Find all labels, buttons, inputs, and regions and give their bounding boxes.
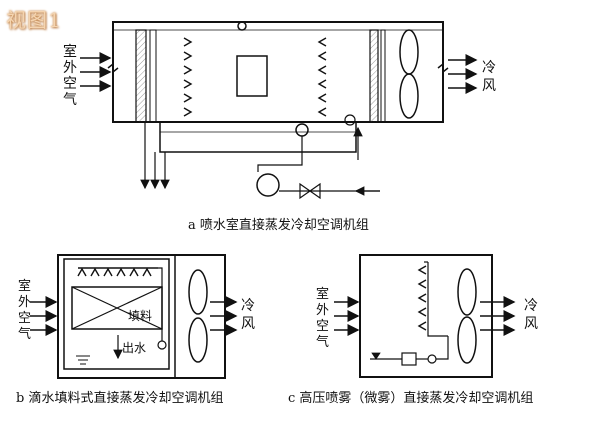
b-drip-nozzle-4 — [116, 267, 126, 277]
a-inlet-arrows — [80, 52, 112, 92]
a-nozzle-left-2 — [183, 51, 193, 61]
a-float-valve — [344, 114, 356, 126]
c-high-pressure-pump — [427, 354, 437, 364]
c-fan-lower — [457, 316, 477, 364]
c-inlet-arrows — [334, 296, 360, 336]
b-inlet-char-1: 室 — [18, 278, 31, 294]
c-mist-nozzle-4 — [417, 307, 427, 317]
a-nozzle-right-6 — [317, 107, 327, 117]
b-outlet-char-2: 风 — [241, 316, 255, 332]
b-inlet-char-4: 气 — [18, 326, 31, 342]
a-inlet-char-2: 外 — [63, 60, 77, 76]
a-observation-window — [236, 55, 268, 97]
c-inlet-valve — [371, 352, 381, 360]
diagram-c-high-pressure-mist — [359, 254, 493, 378]
a-nozzle-left-4 — [183, 79, 193, 89]
c-outlet-arrows — [480, 296, 516, 336]
a-eliminator — [369, 29, 379, 123]
c-filter — [401, 352, 417, 366]
b-outlet-char-1: 冷 — [241, 298, 255, 314]
a-housing — [112, 21, 444, 123]
c-inlet-char-1: 室 — [316, 286, 329, 302]
b-inlet-arrows — [30, 296, 58, 336]
b-drip-nozzle-5 — [129, 267, 139, 277]
a-inlet-filter — [135, 29, 147, 123]
watermark: 视图1 — [6, 8, 62, 32]
b-drip-nozzle-6 — [142, 267, 152, 277]
a-nozzle-right-2 — [317, 51, 327, 61]
c-mist-nozzle-3 — [417, 293, 427, 303]
a-control-valve — [299, 182, 321, 200]
a-nozzle-right-3 — [317, 65, 327, 75]
b-inlet-char-3: 空 — [18, 311, 31, 326]
a-nozzle-left-1 — [183, 37, 193, 47]
c-mist-nozzle-2 — [417, 279, 427, 289]
b-caption: b 滴水填料式直接蒸发冷却空调机组 — [16, 390, 223, 406]
a-outlet-char-1: 冷 — [482, 60, 496, 76]
a-fan-lower — [399, 73, 419, 119]
c-inlet-char-3: 空 — [316, 319, 329, 334]
diagram-b-drip-media — [57, 254, 226, 379]
diagram-a-spray-chamber — [107, 21, 449, 200]
a-water-basin — [159, 121, 357, 153]
a-spray-nozzles — [183, 37, 327, 117]
b-water-label: 出水 — [122, 341, 146, 355]
a-inlet-char-4: 气 — [63, 92, 77, 108]
b-drip-nozzle-1 — [77, 267, 87, 277]
c-inlet-char-2: 外 — [316, 303, 329, 318]
a-nozzle-left-6 — [183, 107, 193, 117]
c-mist-nozzle-1 — [417, 265, 427, 275]
a-outlet-arrows — [448, 54, 478, 94]
b-pump — [157, 340, 167, 350]
c-mist-nozzles — [417, 265, 427, 331]
b-outlet-arrows — [210, 296, 238, 336]
c-fan-upper — [457, 268, 477, 316]
a-nozzle-right-4 — [317, 79, 327, 89]
a-nozzle-right-1 — [317, 37, 327, 47]
c-outlet-char-1: 冷 — [524, 298, 538, 314]
b-drip-nozzle-2 — [90, 267, 100, 277]
c-inlet-char-4: 气 — [316, 334, 329, 350]
b-fan-upper — [188, 269, 208, 315]
a-basin-pump — [295, 123, 309, 137]
a-outlet-char-2: 风 — [482, 78, 496, 94]
c-mist-nozzle-5 — [417, 321, 427, 331]
a-inlet-char-3: 空 — [63, 76, 77, 92]
a-nozzle-left-5 — [183, 93, 193, 103]
a-fan-upper — [399, 29, 419, 75]
b-fan-lower — [188, 317, 208, 363]
c-caption: c 高压喷雾（微雾）直接蒸发冷却空调机组 — [288, 390, 533, 406]
a-nozzle-right-5 — [317, 93, 327, 103]
a-circulation-pump — [256, 173, 280, 197]
c-outlet-char-2: 风 — [524, 316, 538, 332]
b-drip-nozzle-3 — [103, 267, 113, 277]
a-inlet-char-1: 室 — [63, 43, 77, 60]
a-caption: a 喷水室直接蒸发冷却空调机组 — [188, 217, 369, 233]
b-inlet-char-2: 外 — [18, 295, 31, 310]
a-top-gauge — [237, 21, 247, 31]
b-inner-chamber — [63, 258, 170, 370]
a-nozzle-left-3 — [183, 65, 193, 75]
b-drip-nozzles — [77, 267, 152, 277]
b-fill-label: 填料 — [128, 309, 152, 323]
